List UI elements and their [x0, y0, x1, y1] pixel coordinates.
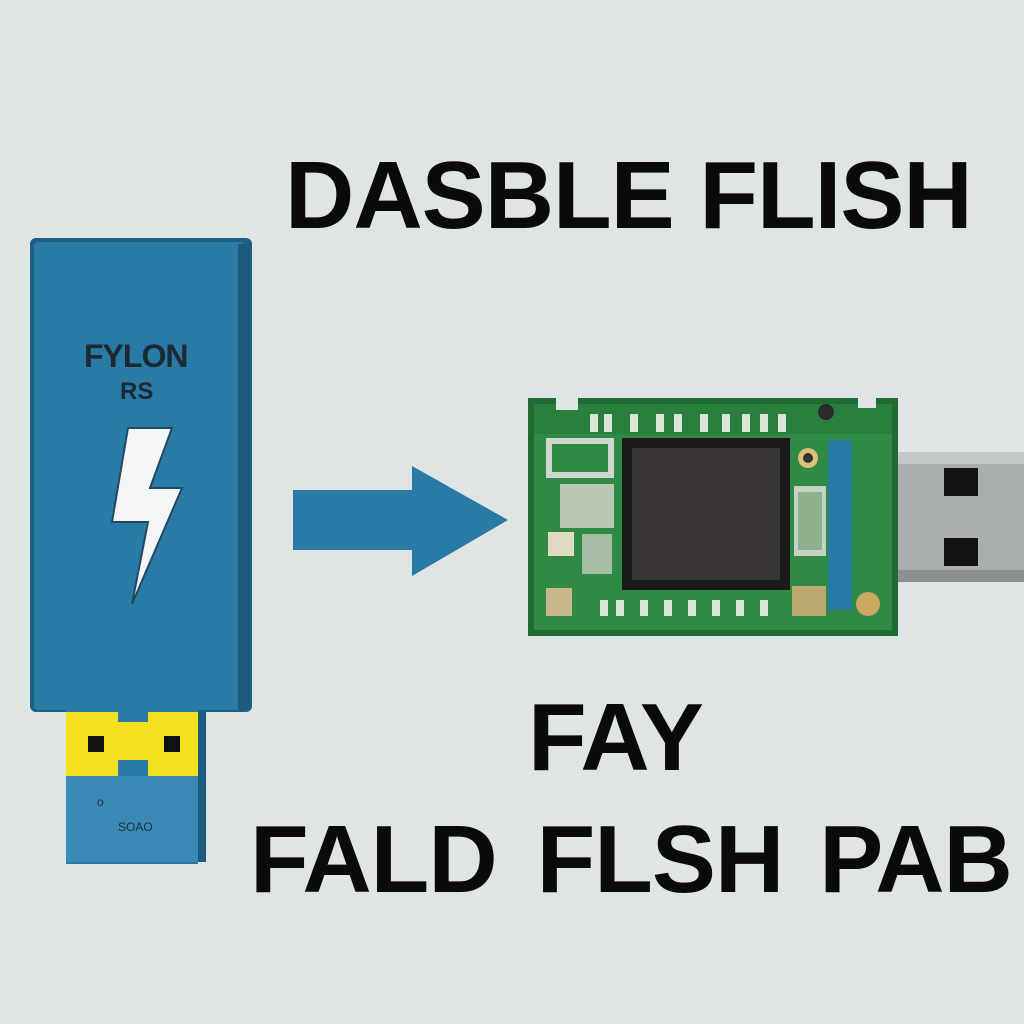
drive-brand-label: FYLON	[84, 338, 188, 374]
headline-title: DASBLE FLISH	[285, 142, 973, 249]
bottom-caption-line-1: FAY	[528, 684, 704, 791]
connector-text: o	[97, 795, 104, 809]
controller-chip	[622, 438, 790, 590]
lightning-bolt-icon	[110, 427, 184, 605]
circuit-board	[528, 398, 1024, 636]
caption-word: FALD	[250, 806, 498, 913]
usb-flash-drive	[30, 238, 252, 864]
drive-connector	[66, 710, 206, 864]
caption-word: FLSH	[536, 806, 785, 913]
connector-text: SOAO	[118, 820, 153, 834]
drive-sub-label: RS	[120, 378, 154, 405]
arrow-right-icon	[293, 466, 508, 576]
caption-word: PAB	[819, 806, 1013, 913]
usb-plug	[884, 452, 1024, 582]
